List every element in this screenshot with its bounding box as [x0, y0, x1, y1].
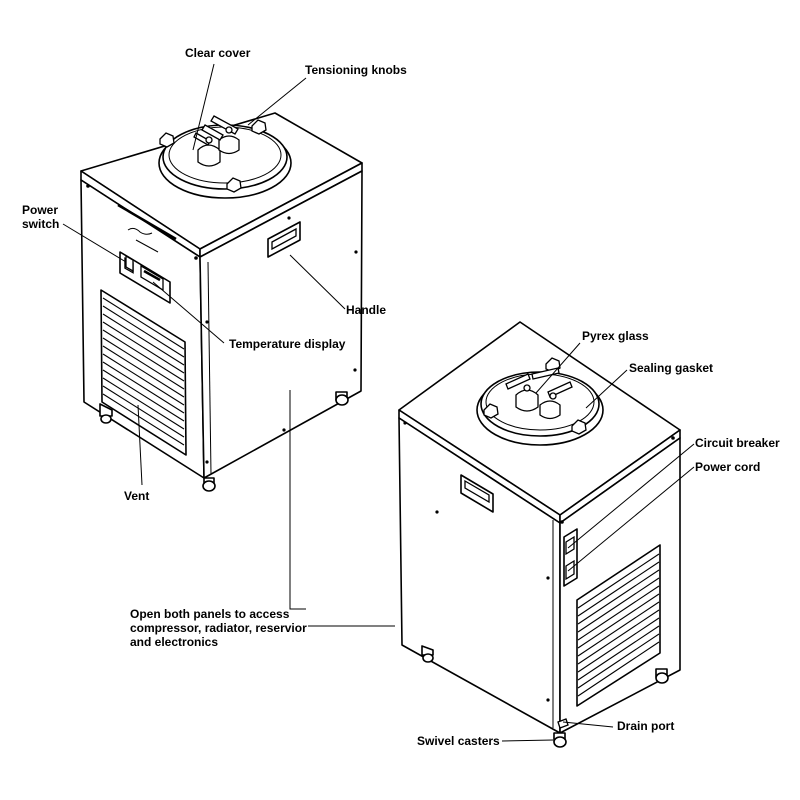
leader-lines	[62, 63, 695, 742]
label-open-panels: Open both panels to access compressor, r…	[130, 607, 307, 649]
label-temperature-display: Temperature display	[229, 337, 346, 351]
right-chiller-unit	[398, 321, 681, 748]
left-chiller-unit	[80, 112, 363, 492]
label-power-switch: Power switch	[22, 203, 60, 231]
label-pyrex-glass: Pyrex glass	[582, 329, 649, 343]
right-lid	[476, 357, 604, 446]
label-vent: Vent	[124, 489, 150, 503]
left-casters	[99, 391, 349, 492]
label-tensioning-knobs: Tensioning knobs	[305, 63, 407, 77]
label-circuit-breaker: Circuit breaker	[695, 436, 780, 450]
label-clear-cover: Clear cover	[185, 46, 251, 60]
label-drain-port: Drain port	[617, 719, 675, 733]
label-sealing-gasket: Sealing gasket	[629, 361, 714, 375]
left-lid	[158, 115, 292, 199]
right-casters	[421, 645, 669, 748]
label-power-cord: Power cord	[695, 460, 761, 474]
label-swivel-casters: Swivel casters	[417, 734, 500, 748]
label-handle: Handle	[346, 303, 387, 317]
